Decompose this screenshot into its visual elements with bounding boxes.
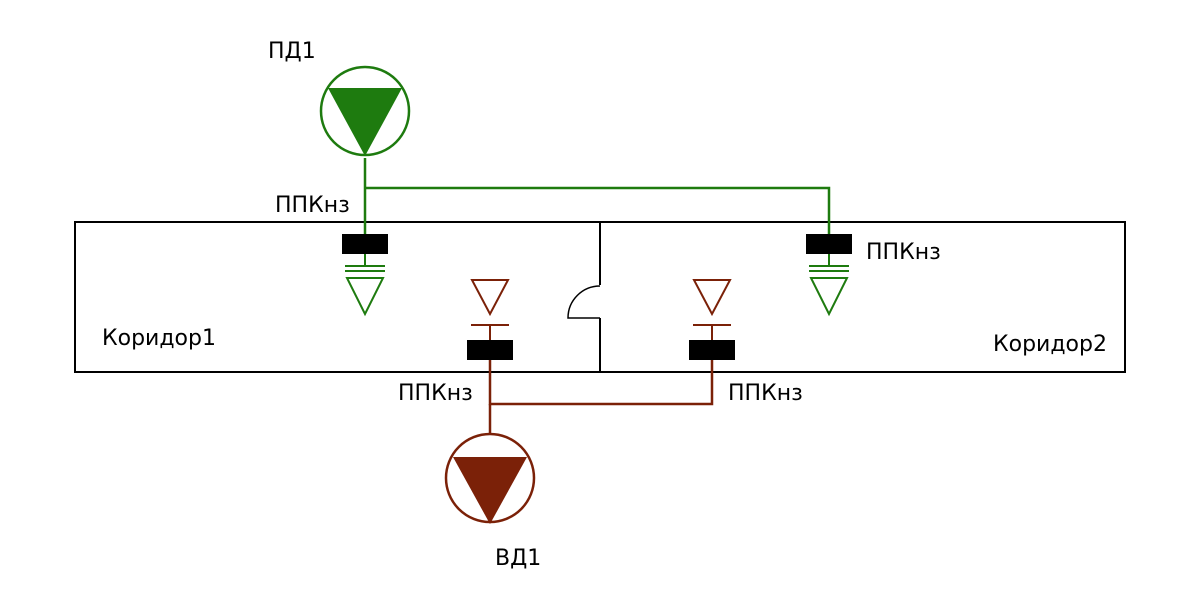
supply-diffuser-left-icon <box>345 277 385 317</box>
exhaust-system: ВД1 ППКнз ППКнз <box>398 279 803 571</box>
supply-fan-label: ПД1 <box>268 39 316 64</box>
damper-label-exhaust-left: ППКнз <box>398 381 473 406</box>
damper-exhaust-left <box>467 340 513 360</box>
exhaust-grille-left-icon <box>470 279 510 317</box>
rooms: Коридор1 Коридор2 <box>74 221 1126 373</box>
damper-label-exhaust-right: ППКнз <box>728 381 803 406</box>
damper-exhaust-right <box>689 340 735 360</box>
damper-supply-left <box>342 234 388 254</box>
exhaust-grille-right-icon <box>692 279 732 317</box>
exhaust-fan-label: ВД1 <box>495 546 541 571</box>
room-label-corridor1: Коридор1 <box>102 326 216 351</box>
damper-label-supply-left: ППКнз <box>275 193 350 218</box>
damper-supply-right <box>806 234 852 254</box>
supply-system: ПД1 ППКнз ППКнз <box>268 39 941 317</box>
supply-fan-triangle <box>328 88 402 156</box>
exhaust-duct-main <box>488 360 714 406</box>
damper-label-supply-right: ППКнз <box>866 240 941 265</box>
supply-duct-main <box>365 186 831 234</box>
room-label-corridor2: Коридор2 <box>993 332 1107 357</box>
door-swing <box>567 285 601 319</box>
exhaust-fan-triangle <box>453 457 527 524</box>
supply-diffuser-right-icon <box>809 277 849 317</box>
